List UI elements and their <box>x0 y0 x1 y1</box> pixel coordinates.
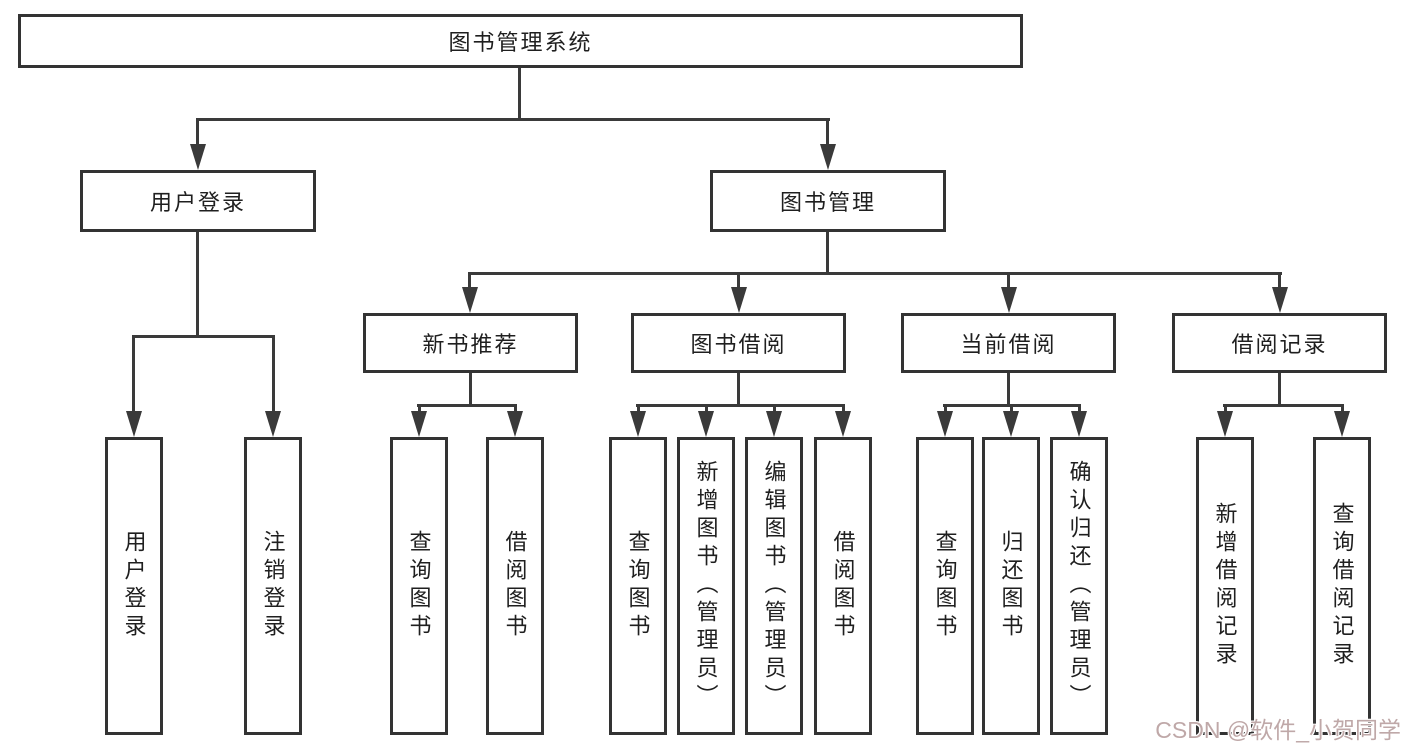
leaf-add-borrow-record: 新增借阅记录 <box>1196 437 1254 735</box>
connector-borrow-record-hline <box>1223 404 1344 407</box>
node-label: 新增图书（管理员） <box>693 460 719 712</box>
connector-leaf-drop <box>1078 404 1081 414</box>
node-label: 查询图书 <box>406 530 432 642</box>
arrow-down-icon <box>766 411 782 437</box>
connector-book-borrow-stem <box>737 373 740 406</box>
arrow-down-icon <box>126 411 142 437</box>
node-label: 借阅记录 <box>1231 332 1328 357</box>
leaf-logout: 注销登录 <box>244 437 302 735</box>
node-book-borrowing: 图书借阅 <box>631 313 846 373</box>
connector-leaf-drop <box>1341 404 1344 414</box>
connector-book-management-stem <box>826 232 829 274</box>
node-label: 用户登录 <box>149 190 246 215</box>
connector-new-book-hline <box>417 404 517 407</box>
leaf-confirm-return-admin: 确认归还（管理员） <box>1050 437 1108 735</box>
node-new-book-recommendation: 新书推荐 <box>363 313 578 373</box>
arrow-down-icon <box>1071 411 1087 437</box>
connector-borrow-record-stem <box>1278 373 1281 406</box>
arrow-down-icon <box>835 411 851 437</box>
arrow-down-icon <box>1272 287 1288 313</box>
arrow-down-icon <box>698 411 714 437</box>
leaf-user-login: 用户登录 <box>105 437 163 735</box>
leaf-add-books-admin: 新增图书（管理员） <box>677 437 735 735</box>
node-user-login: 用户登录 <box>80 170 316 232</box>
leaf-query-books: 查询图书 <box>916 437 974 735</box>
connector-current-borrow-stem <box>1007 373 1010 406</box>
arrow-down-icon <box>1217 411 1233 437</box>
arrow-down-icon <box>507 411 523 437</box>
arrow-down-icon <box>820 144 836 170</box>
leaf-query-books: 查询图书 <box>609 437 667 735</box>
node-label: 新增借阅记录 <box>1212 502 1238 670</box>
node-label: 图书借阅 <box>690 332 787 357</box>
connector-user-login-stem <box>196 232 199 337</box>
node-book-management: 图书管理 <box>710 170 946 232</box>
node-label: 当前借阅 <box>960 332 1057 357</box>
node-root-system: 图书管理系统 <box>18 14 1023 68</box>
node-label: 新书推荐 <box>422 332 519 357</box>
leaf-borrow-books: 借阅图书 <box>814 437 872 735</box>
leaf-query-borrow-record: 查询借阅记录 <box>1313 437 1371 735</box>
connector-leaf-drop <box>418 404 421 414</box>
connector-new-book-stem <box>469 373 472 406</box>
connector-leaf-drop <box>637 404 640 414</box>
connector-level3-drop <box>1278 272 1281 290</box>
arrow-down-icon <box>1003 411 1019 437</box>
node-borrowing-records: 借阅记录 <box>1172 313 1387 373</box>
node-label: 图书管理系统 <box>448 30 593 55</box>
connector-level3-drop <box>737 272 740 290</box>
arrow-down-icon <box>462 287 478 313</box>
leaf-query-books: 查询图书 <box>390 437 448 735</box>
node-label: 查询图书 <box>625 530 651 642</box>
connector-level3-hline <box>468 272 1282 275</box>
connector-leaf-drop <box>1010 404 1013 414</box>
connector-book-management-drop <box>826 118 829 147</box>
connector-root-stem <box>518 68 521 120</box>
leaf-edit-books-admin: 编辑图书（管理员） <box>745 437 803 735</box>
connector-user-login-drop <box>196 118 199 147</box>
arrow-down-icon <box>731 287 747 313</box>
connector-leaf-drop <box>272 335 275 412</box>
node-label: 注销登录 <box>260 530 286 642</box>
leaf-return-books: 归还图书 <box>982 437 1040 735</box>
node-label: 借阅图书 <box>502 530 528 642</box>
node-label: 确认归还（管理员） <box>1066 460 1092 712</box>
arrow-down-icon <box>265 411 281 437</box>
connector-leaf-drop <box>705 404 708 414</box>
connector-leaf-drop <box>773 404 776 414</box>
connector-level2-hline <box>196 118 830 121</box>
arrow-down-icon <box>937 411 953 437</box>
node-label: 用户登录 <box>121 530 147 642</box>
node-label: 图书管理 <box>779 190 876 215</box>
node-label: 查询图书 <box>932 530 958 642</box>
connector-leaf-drop <box>944 404 947 414</box>
connector-level3-drop <box>468 272 471 290</box>
arrow-down-icon <box>411 411 427 437</box>
arrow-down-icon <box>630 411 646 437</box>
leaf-borrow-books: 借阅图书 <box>486 437 544 735</box>
arrow-down-icon <box>190 144 206 170</box>
connector-user-leaves-hline <box>132 335 275 338</box>
connector-level3-drop <box>1007 272 1010 290</box>
connector-book-borrow-hline <box>636 404 845 407</box>
connector-leaf-drop <box>1224 404 1227 414</box>
connector-leaf-drop <box>132 335 135 412</box>
csdn-watermark: CSDN @软件_小贺同学 <box>1155 717 1401 743</box>
node-label: 归还图书 <box>998 530 1024 642</box>
arrow-down-icon <box>1334 411 1350 437</box>
node-label: 查询借阅记录 <box>1329 502 1355 670</box>
node-label: 借阅图书 <box>830 530 856 642</box>
connector-leaf-drop <box>842 404 845 414</box>
node-current-borrowing: 当前借阅 <box>901 313 1116 373</box>
node-label: 编辑图书（管理员） <box>761 460 787 712</box>
connector-leaf-drop <box>514 404 517 414</box>
arrow-down-icon <box>1001 287 1017 313</box>
